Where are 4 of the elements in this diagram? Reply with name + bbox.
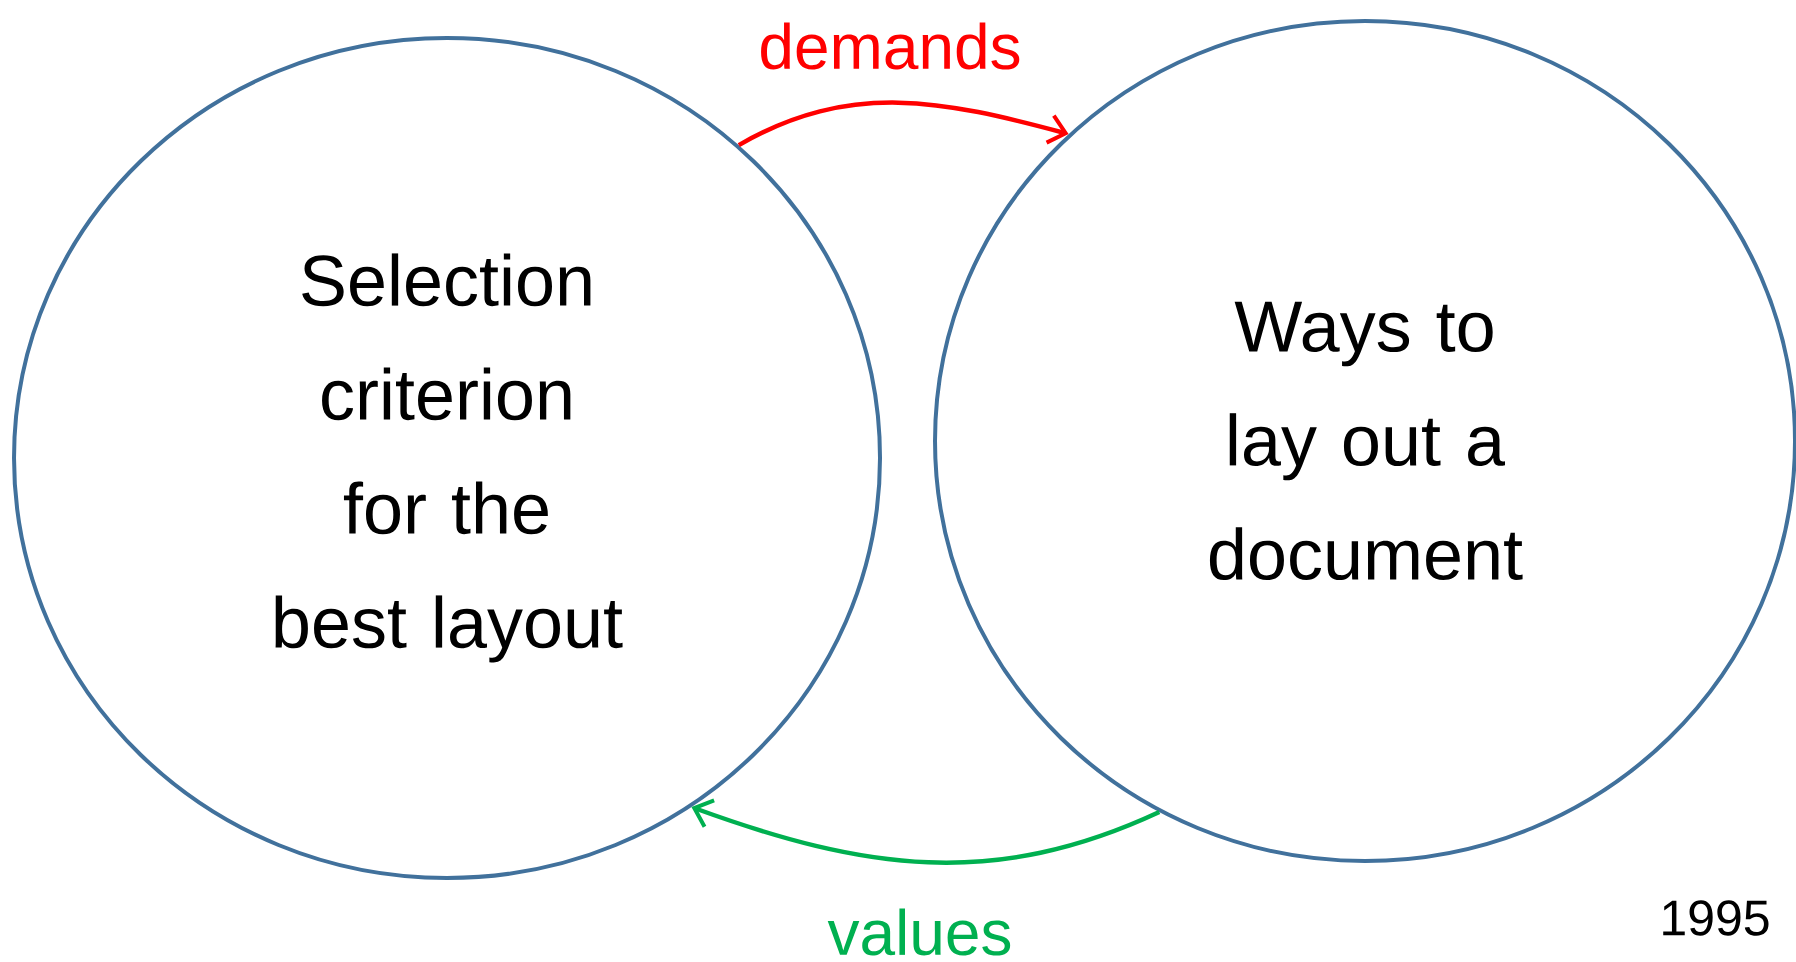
edge-label: values <box>827 908 1011 956</box>
arrow <box>691 798 1161 865</box>
arrow <box>737 100 1069 148</box>
edge-label: demands <box>761 22 1020 70</box>
